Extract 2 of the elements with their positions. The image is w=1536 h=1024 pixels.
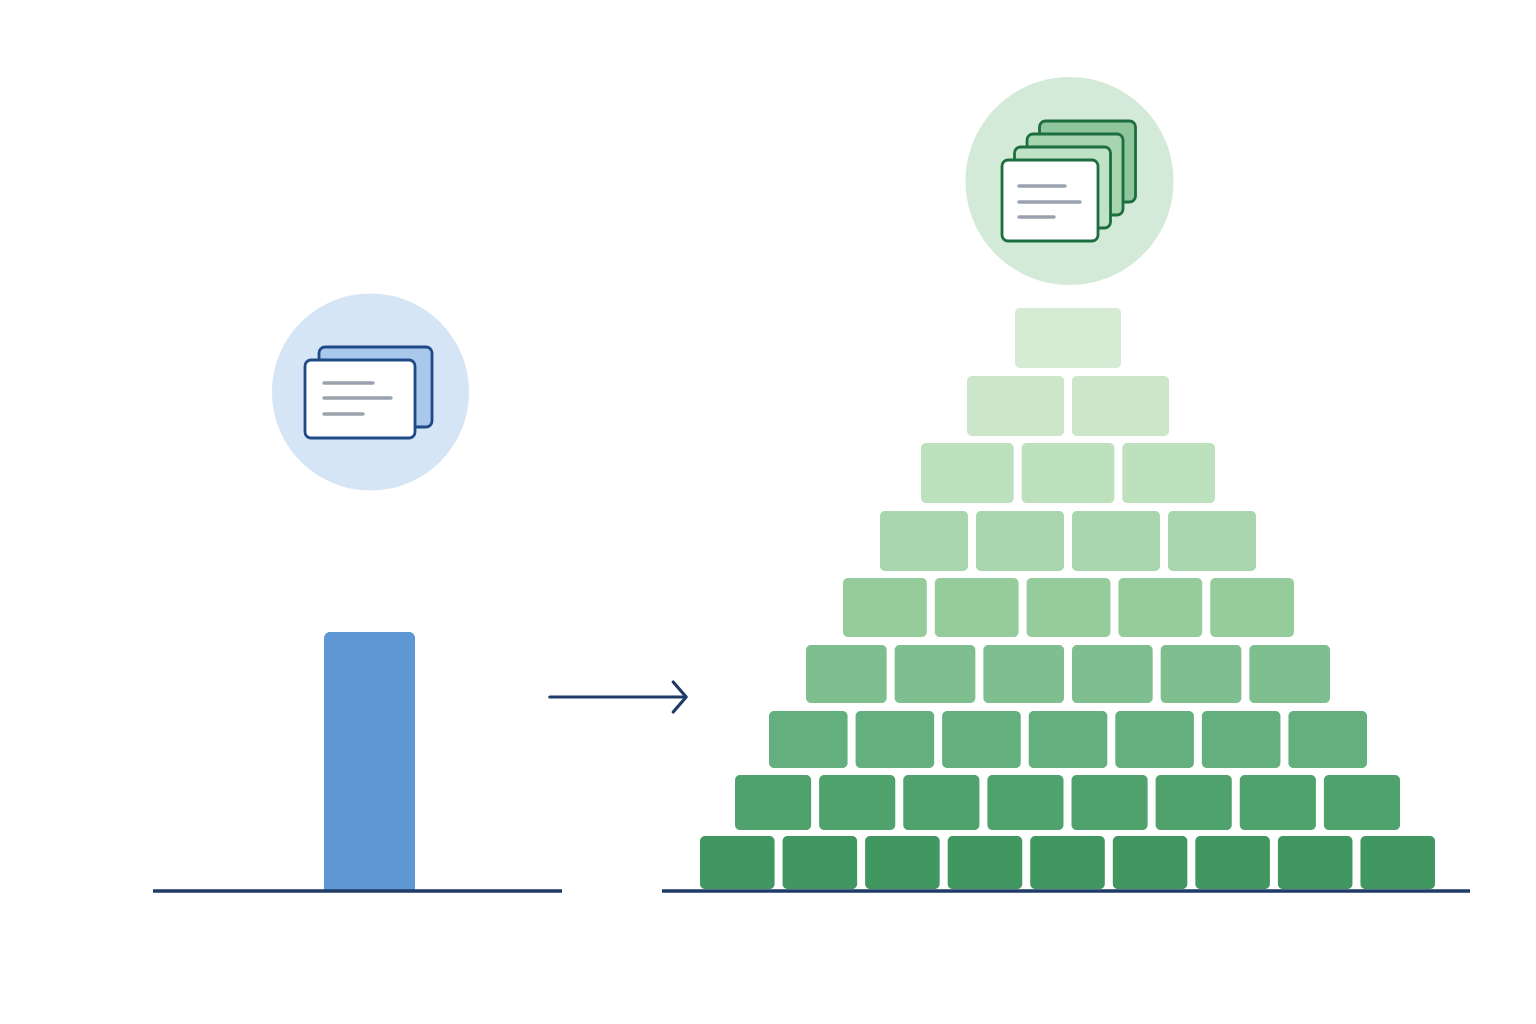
bar <box>324 632 415 891</box>
arrow <box>548 680 688 714</box>
